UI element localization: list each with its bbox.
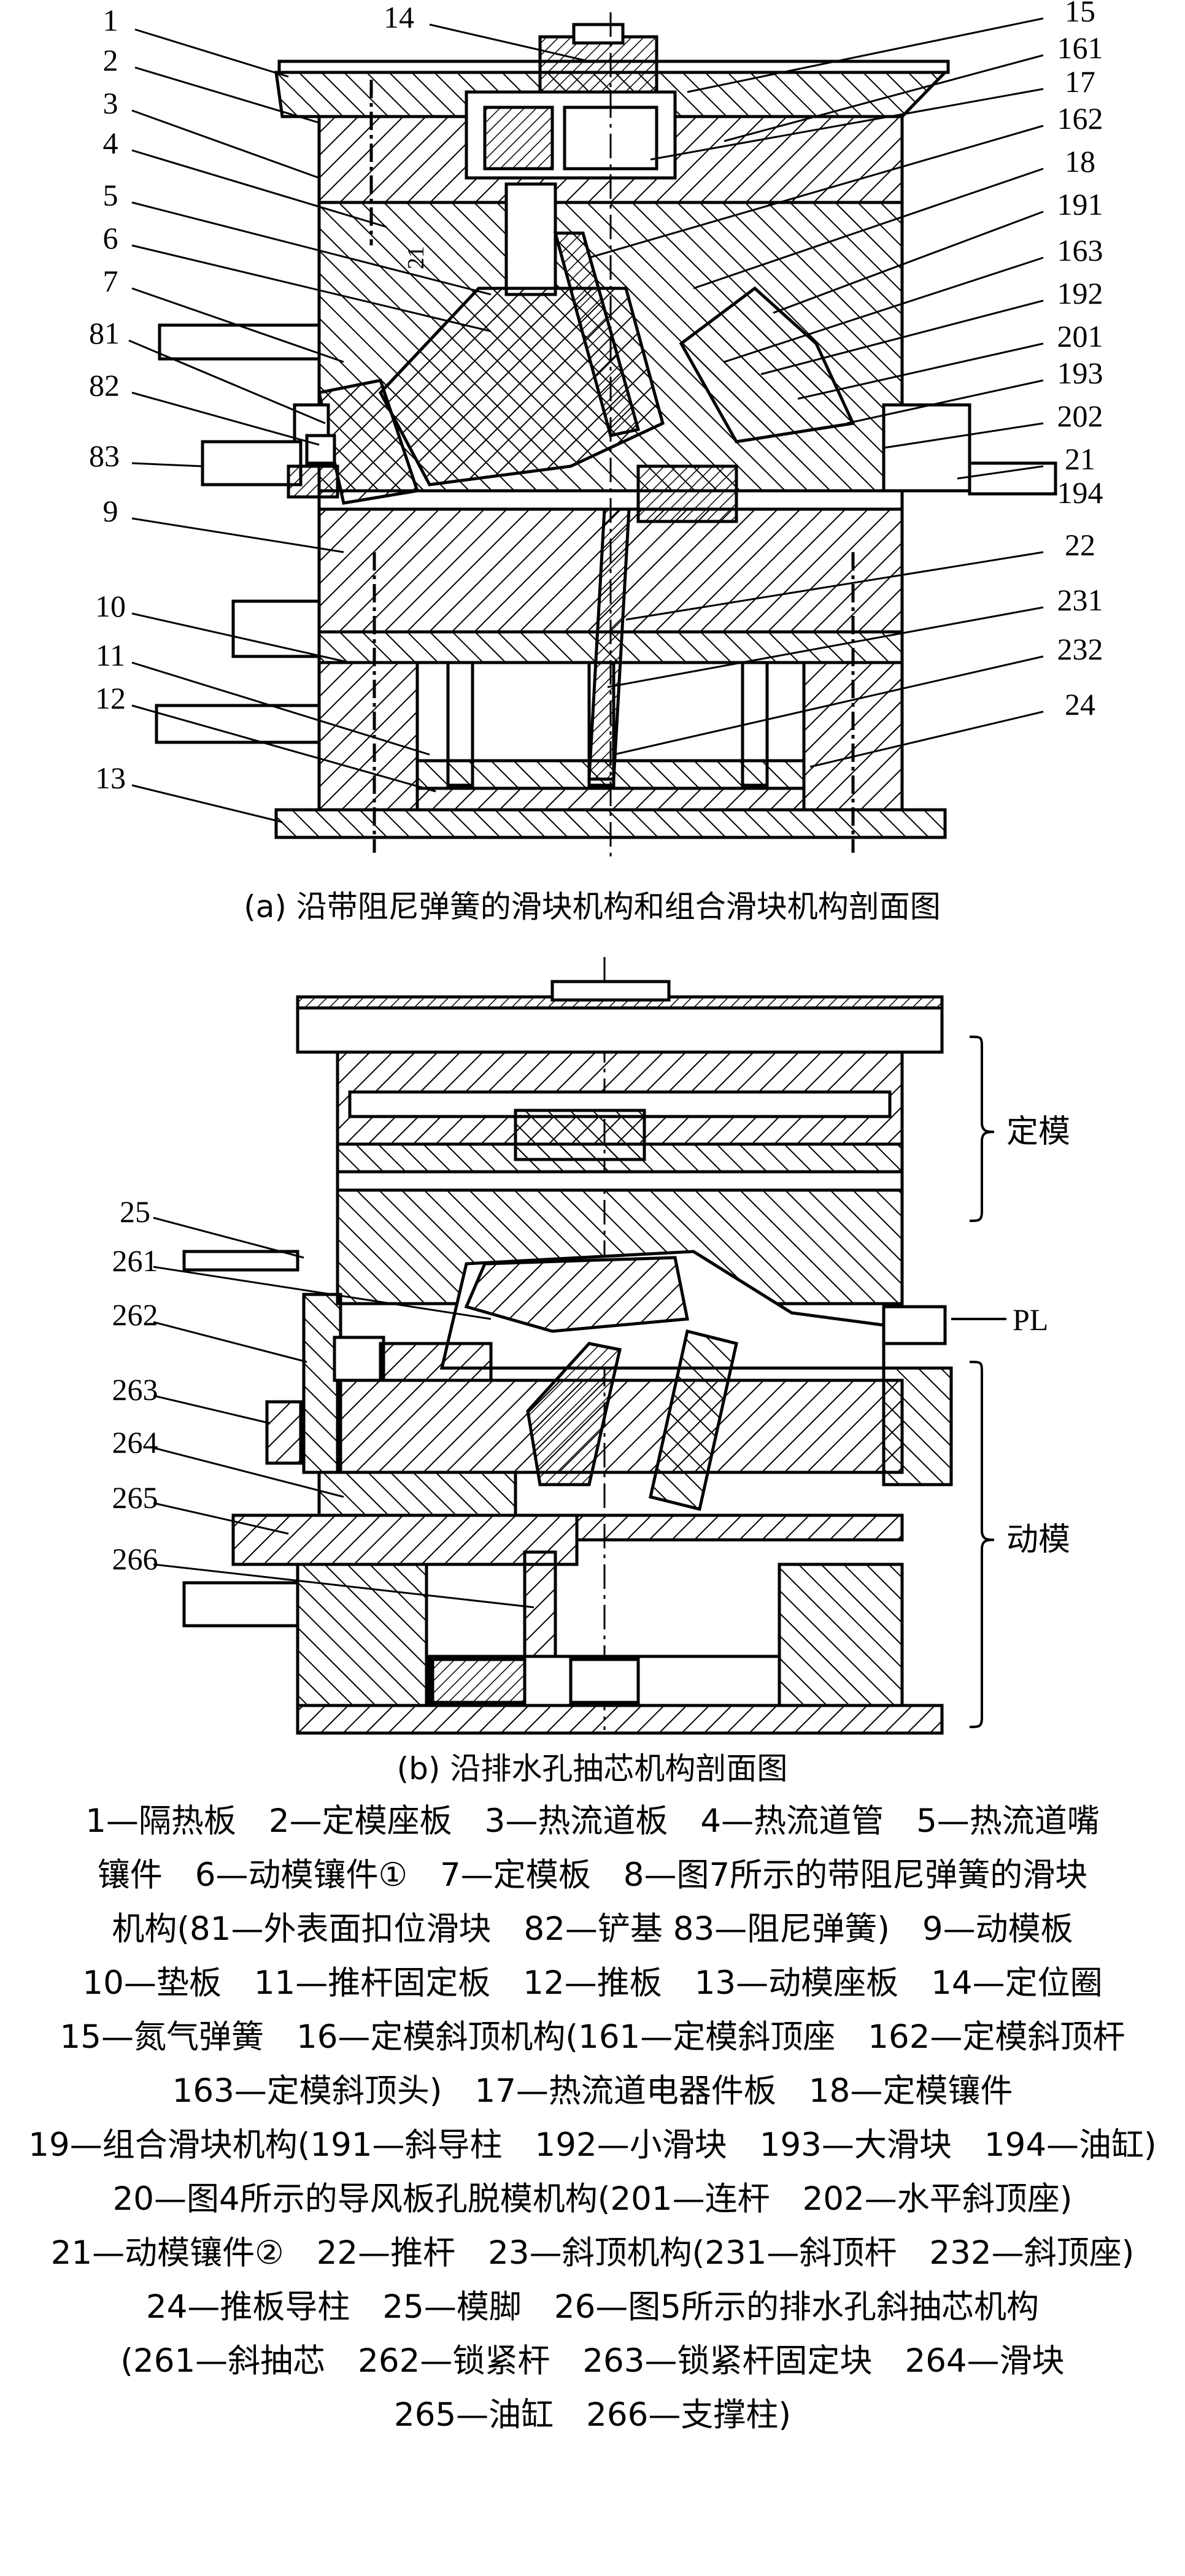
part-label-17: 17 — [1065, 64, 1095, 99]
part-label-5: 5 — [103, 178, 118, 212]
legend-line: 1—隔热板 2—定模座板 3—热流道板 4—热流道管 5—热流道嘴 — [85, 1802, 1100, 1840]
parts-legend: 1—隔热板 2—定模座板 3—热流道板 4—热流道管 5—热流道嘴 镶件 6—动… — [0, 1794, 1185, 2442]
part-label-262: 262 — [112, 1298, 158, 1332]
part-label-263: 263 — [112, 1372, 158, 1407]
legend-line: 机构(81—外表面扣位滑块 82—铲基 83—阻尼弹簧) 9—动模板 — [112, 1910, 1073, 1948]
legend-line: 20—图4所示的导风板孔脱模机构(201—连杆 202—水平斜顶座) — [112, 2180, 1073, 2218]
legend-line: 24—推板导柱 25—模脚 26—图5所示的排水孔斜抽芯机构 — [145, 2288, 1040, 2326]
legend-line: 15—氮气弹簧 16—定模斜顶机构(161—定模斜顶座 162—定模斜顶杆 — [60, 2018, 1125, 2056]
part-label-231: 231 — [1057, 583, 1103, 617]
part-label-264: 264 — [112, 1425, 158, 1459]
part-label-163: 163 — [1057, 233, 1103, 267]
part-label-22: 22 — [1065, 528, 1095, 562]
figure-b-caption: (b) 沿排水孔抽芯机构剖面图 — [397, 1751, 788, 1786]
part-label-193: 193 — [1057, 356, 1103, 390]
figure-a-drawing — [155, 12, 1057, 859]
legend-line: 265—油缸 266—支撑柱) — [394, 2396, 791, 2434]
part-label-2: 2 — [103, 43, 118, 77]
fixed-half-label: 定模 — [1006, 1113, 1070, 1150]
legend-line: 163—定模斜顶头) 17—热流道电器件板 18—定模镶件 — [172, 2072, 1013, 2110]
part-label-6: 6 — [103, 221, 118, 255]
figure-a-leaders — [128, 17, 1044, 823]
part-label-18: 18 — [1065, 144, 1095, 179]
part-label-13: 13 — [95, 761, 126, 795]
dimension-21: 21 — [403, 246, 429, 269]
part-label-194: 194 — [1057, 475, 1103, 510]
legend-line: (261—斜抽芯 262—锁紧杆 263—锁紧杆固定块 264—滑块 — [120, 2342, 1065, 2380]
part-label-1: 1 — [103, 3, 118, 37]
legend-line: 镶件 6—动模镶件① 7—定模板 8—图7所示的带阻尼弹簧的滑块 — [97, 1856, 1088, 1894]
part-label-21: 21 — [1065, 442, 1095, 476]
part-label-7: 7 — [103, 264, 118, 298]
part-label-161: 161 — [1057, 31, 1103, 65]
part-label-14: 14 — [384, 0, 414, 34]
part-label-232: 232 — [1057, 632, 1103, 666]
part-label-202: 202 — [1057, 399, 1103, 433]
part-label-24: 24 — [1065, 687, 1095, 721]
part-label-10: 10 — [95, 589, 126, 623]
part-label-201: 201 — [1057, 319, 1103, 353]
part-label-266: 266 — [112, 1542, 158, 1576]
part-label-81: 81 — [89, 316, 120, 350]
part-label-191: 191 — [1057, 187, 1103, 221]
part-label-83: 83 — [89, 439, 120, 473]
parting-line-label: PL — [1013, 1302, 1048, 1337]
part-label-15: 15 — [1065, 0, 1095, 28]
figure-b-leaders — [153, 1217, 535, 1609]
part-label-162: 162 — [1057, 101, 1103, 136]
part-label-265: 265 — [112, 1480, 158, 1515]
part-label-9: 9 — [103, 494, 118, 528]
part-label-3: 3 — [103, 86, 118, 120]
figure-b-labels: 25 261 262 263 264 265 266 定模 PL 动模 — [112, 1113, 1071, 1576]
part-label-4: 4 — [103, 126, 118, 160]
legend-line: 19—组合滑块机构(191—斜导柱 192—小滑块 193—大滑块 194—油缸… — [28, 2126, 1157, 2164]
part-label-11: 11 — [96, 638, 125, 672]
legend-line: 21—动模镶件② 22—推杆 23—斜顶机构(231—斜顶杆 232—斜顶座) — [50, 2234, 1135, 2272]
figure-b-drawing — [182, 957, 953, 1735]
figure-b-brackets — [951, 1036, 1006, 1728]
part-label-12: 12 — [95, 681, 126, 715]
legend-line: 10—垫板 11—推杆固定板 12—推板 13—动模座板 14—定位圈 — [82, 1964, 1103, 2002]
part-label-261: 261 — [112, 1244, 158, 1278]
part-label-82: 82 — [89, 368, 120, 402]
figure-a-labels: 1 2 3 4 5 6 7 81 82 83 9 10 11 12 13 14 … — [89, 0, 1103, 795]
figure-a-caption: (a) 沿带阻尼弹簧的滑块机构和组合滑块机构剖面图 — [244, 889, 941, 925]
part-label-192: 192 — [1057, 276, 1103, 310]
part-label-25: 25 — [120, 1194, 150, 1229]
moving-half-label: 动模 — [1006, 1521, 1070, 1558]
